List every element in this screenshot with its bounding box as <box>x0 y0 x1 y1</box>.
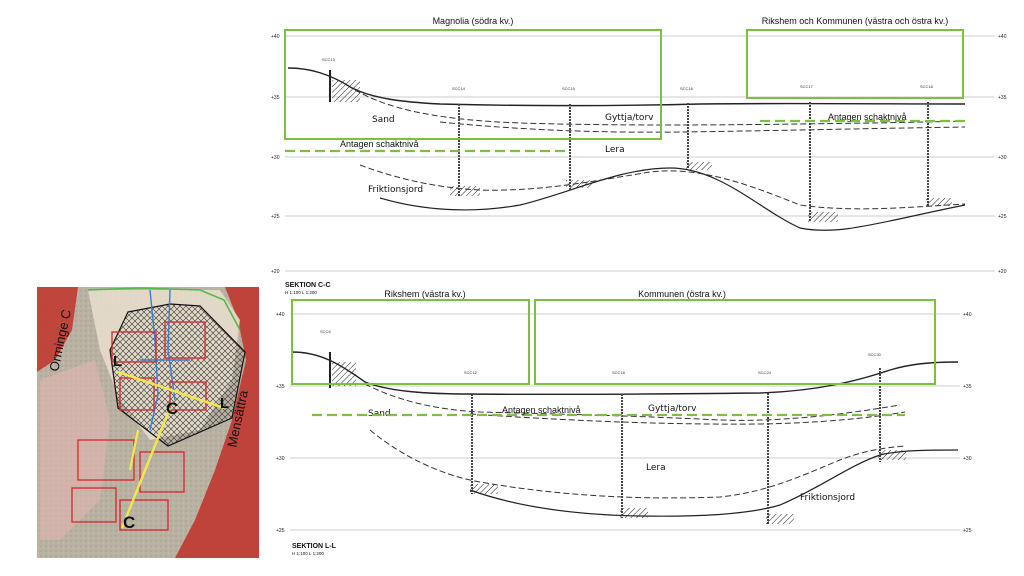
borehole-label: SCC14 <box>452 86 466 91</box>
zone-label-magnolia: Magnolia (södra kv.) <box>433 16 514 26</box>
ll-elev-right: +35 <box>963 384 972 390</box>
cc-elevations-left: +40 +35 +30 +25 +20 <box>271 34 280 275</box>
section-ll: +40 +35 +30 +25 +40 +35 +30 +25 SCC6 <box>276 289 972 556</box>
cc-ground-surface <box>287 67 966 107</box>
cc-gridlines <box>285 35 995 272</box>
zone-label-kommunen: Kommunen (östra kv.) <box>638 289 726 299</box>
cc-section-title: SEKTION C-C <box>285 282 331 289</box>
map-utility-line <box>140 289 190 431</box>
borehole: SCC14 <box>450 86 480 196</box>
zone-frame-rikshem <box>291 299 530 385</box>
zone-label-rikshem: Rikshem (västra kv.) <box>384 289 465 299</box>
borehole: SCC12 <box>464 370 498 494</box>
ll-elev-left: +40 <box>276 312 285 318</box>
borehole-label: SCC13 <box>322 57 336 62</box>
marker-c-bottom: C <box>123 513 135 532</box>
marker-c-top: C <box>166 399 178 418</box>
borehole-label: SCC30 <box>868 352 882 357</box>
cc-rock-line <box>379 167 966 231</box>
cc-soil-sand: Sand <box>372 115 395 125</box>
cc-elev-right: +25 <box>998 214 1007 220</box>
borehole-label: SCC18 <box>920 84 934 89</box>
section-line-cc <box>120 407 172 529</box>
cc-excavation-label-left: Antagen schaktnivå <box>340 139 419 149</box>
borehole: SCC18 <box>920 84 952 206</box>
borehole-label: SCC17 <box>800 84 814 89</box>
ll-gridlines <box>290 313 960 531</box>
borehole: SCC15 <box>562 86 592 190</box>
ll-elev-left: +30 <box>276 456 285 462</box>
section-line-ll <box>117 370 225 410</box>
cc-soil-gyttja: Gyttja/torv <box>605 113 654 123</box>
ll-elev-right: +30 <box>963 456 972 462</box>
map-red-area-right <box>175 287 259 558</box>
cc-elev-left: +25 <box>271 214 280 220</box>
borehole: SCC6 <box>320 329 356 388</box>
ll-soil-gyttja: Gyttja/torv <box>648 404 697 414</box>
ll-elev-left: +35 <box>276 384 285 390</box>
zone-label-rikshem-kommunen: Rikshem och Kommunen (västra och östra k… <box>762 16 948 26</box>
map-red-area-left <box>37 287 78 372</box>
section-line-cc-branch <box>128 429 140 471</box>
ll-gyttja-boundary <box>469 411 906 425</box>
cc-elev-right: +40 <box>998 34 1007 40</box>
cc-elev-right: +35 <box>998 95 1007 101</box>
cc-elev-left: +20 <box>271 269 280 275</box>
cc-elev-right: +20 <box>998 269 1007 275</box>
map-green-boundary <box>87 287 241 331</box>
borehole-label: SCC16 <box>680 86 694 91</box>
ll-friktion-top <box>369 429 906 499</box>
cc-soil-lera: Lera <box>605 145 625 155</box>
borehole: SCC18 <box>612 370 648 518</box>
ll-elev-left: +25 <box>276 528 285 534</box>
ll-section-title: SEKTION L-L <box>292 543 337 550</box>
cc-elev-left: +40 <box>271 34 280 40</box>
map-building-outlines <box>71 321 207 531</box>
map-pink-area <box>40 360 110 540</box>
ll-elev-right: +25 <box>963 528 972 534</box>
borehole: SCC16 <box>680 86 712 170</box>
ll-elevations-right: +40 +35 +30 +25 <box>963 312 972 534</box>
ll-elev-right: +40 <box>963 312 972 318</box>
cc-gyttja-boundary <box>439 121 966 133</box>
ll-boreholes: SCC6 SCC12 SCC18 SCC24 SCC30 <box>320 329 906 524</box>
cc-elevations-right: +40 +35 +30 +25 +20 <box>998 34 1007 275</box>
marker-l-right: L <box>220 395 229 412</box>
section-cc: +40 +35 +30 +25 +20 +40 +35 +30 +25 +20 … <box>271 16 1007 295</box>
ll-section-scale: H 1:100 L 1:200 <box>292 551 324 556</box>
borehole-label: SCC12 <box>464 370 478 375</box>
ll-soil-friktionsjord: Friktionsjord <box>800 493 855 503</box>
borehole-label: SCC15 <box>562 86 576 91</box>
zone-frame-kommunen <box>534 299 936 385</box>
zone-frame-magnolia <box>284 29 662 140</box>
ll-excavation-label: Antagen schaktnivå <box>502 405 581 415</box>
ll-elevations-left: +40 +35 +30 +25 <box>276 312 285 534</box>
cc-excavation-label-right: Antagen schaktnivå <box>828 112 907 122</box>
site-map: L L C C Orminge C Mensättra <box>37 287 259 558</box>
borehole: SCC17 <box>800 84 838 222</box>
zone-frame-rikshem-kommunen <box>746 29 964 99</box>
borehole-label: SCC24 <box>758 370 772 375</box>
cc-elev-left: +30 <box>271 155 280 161</box>
borehole-label: SCC6 <box>320 329 331 334</box>
marker-l-left: L <box>113 353 122 370</box>
borehole: SCC13 <box>322 57 360 102</box>
ll-ground-surface <box>291 351 959 396</box>
ll-soil-lera: Lera <box>646 463 666 473</box>
cc-elev-right: +30 <box>998 155 1007 161</box>
cc-section-scale: H 1:100 L 1:200 <box>285 290 317 295</box>
cc-sand-boundary <box>354 89 966 126</box>
cc-elev-left: +35 <box>271 95 280 101</box>
borehole-label: SCC18 <box>612 370 626 375</box>
cc-soil-friktionsjord: Friktionsjord <box>368 185 423 195</box>
